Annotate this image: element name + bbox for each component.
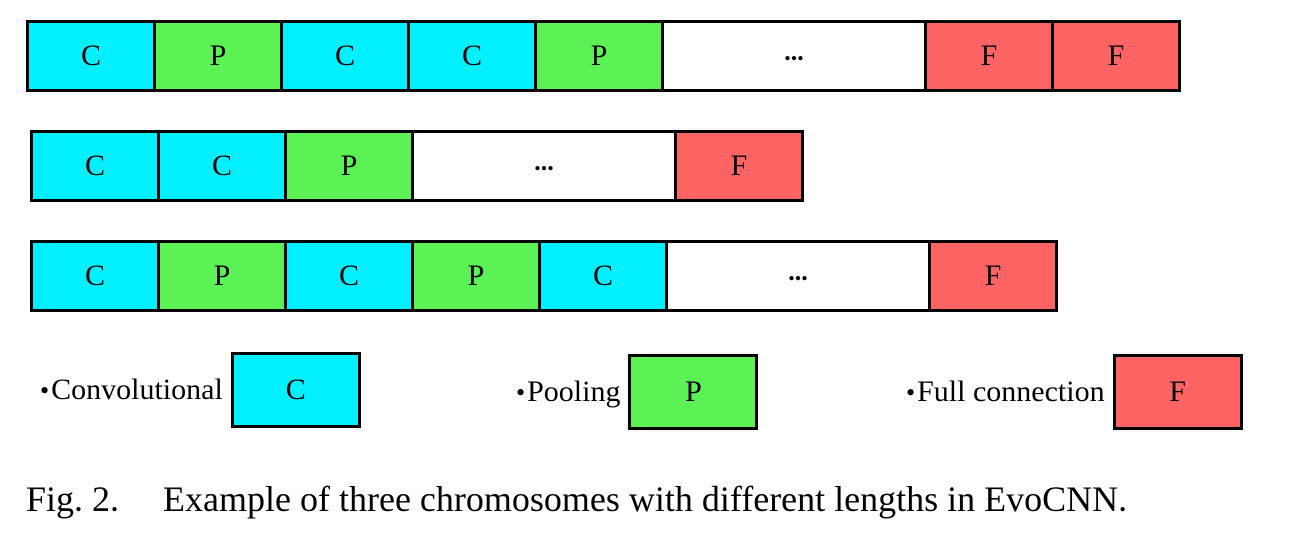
legend-convolutional: •Convolutional C <box>40 352 361 428</box>
gene-convolutional: C <box>538 240 668 312</box>
legend-full-connection-label: •Full connection <box>906 375 1105 409</box>
gene-pooling: P <box>411 240 541 312</box>
gene-full-connection: F <box>1051 20 1181 92</box>
gene-convolutional: C <box>157 130 287 202</box>
legend-convolutional-swatch: C <box>230 352 361 428</box>
legend-full-connection: •Full connection F <box>906 354 1243 430</box>
gene-convolutional: C <box>280 20 410 92</box>
gene-pooling: P <box>284 130 414 202</box>
legend-pooling-label: •Pooling <box>516 375 620 409</box>
gene-convolutional: C <box>284 240 414 312</box>
legend-full-connection-text: Full connection <box>917 375 1105 408</box>
gene-full-connection: F <box>924 20 1054 92</box>
figure-number: Fig. 2. <box>26 479 120 519</box>
legend-full-connection-swatch: F <box>1112 354 1243 430</box>
gene-full-connection: F <box>928 240 1058 312</box>
gene-ellipsis: ... <box>411 130 677 202</box>
bullet-icon: • <box>906 378 916 407</box>
legend-convolutional-label: •Convolutional <box>40 373 223 407</box>
legend-pooling: •Pooling P <box>516 354 759 430</box>
legend-pooling-text: Pooling <box>527 375 621 408</box>
gene-ellipsis: ... <box>665 240 931 312</box>
gene-convolutional: C <box>30 130 160 202</box>
gene-pooling: P <box>153 20 283 92</box>
bullet-icon: • <box>40 376 50 405</box>
legend-pooling-swatch: P <box>628 354 759 430</box>
caption-text: Example of three chromosomes with differ… <box>163 479 1128 519</box>
figure-caption: Fig. 2. Example of three chromosomes with… <box>26 478 1127 520</box>
gene-convolutional: C <box>407 20 537 92</box>
bullet-icon: • <box>516 378 526 407</box>
gene-convolutional: C <box>26 20 156 92</box>
gene-full-connection: F <box>674 130 804 202</box>
gene-pooling: P <box>534 20 664 92</box>
gene-ellipsis: ... <box>661 20 927 92</box>
gene-pooling: P <box>157 240 287 312</box>
gene-convolutional: C <box>30 240 160 312</box>
legend-convolutional-text: Convolutional <box>51 373 223 406</box>
